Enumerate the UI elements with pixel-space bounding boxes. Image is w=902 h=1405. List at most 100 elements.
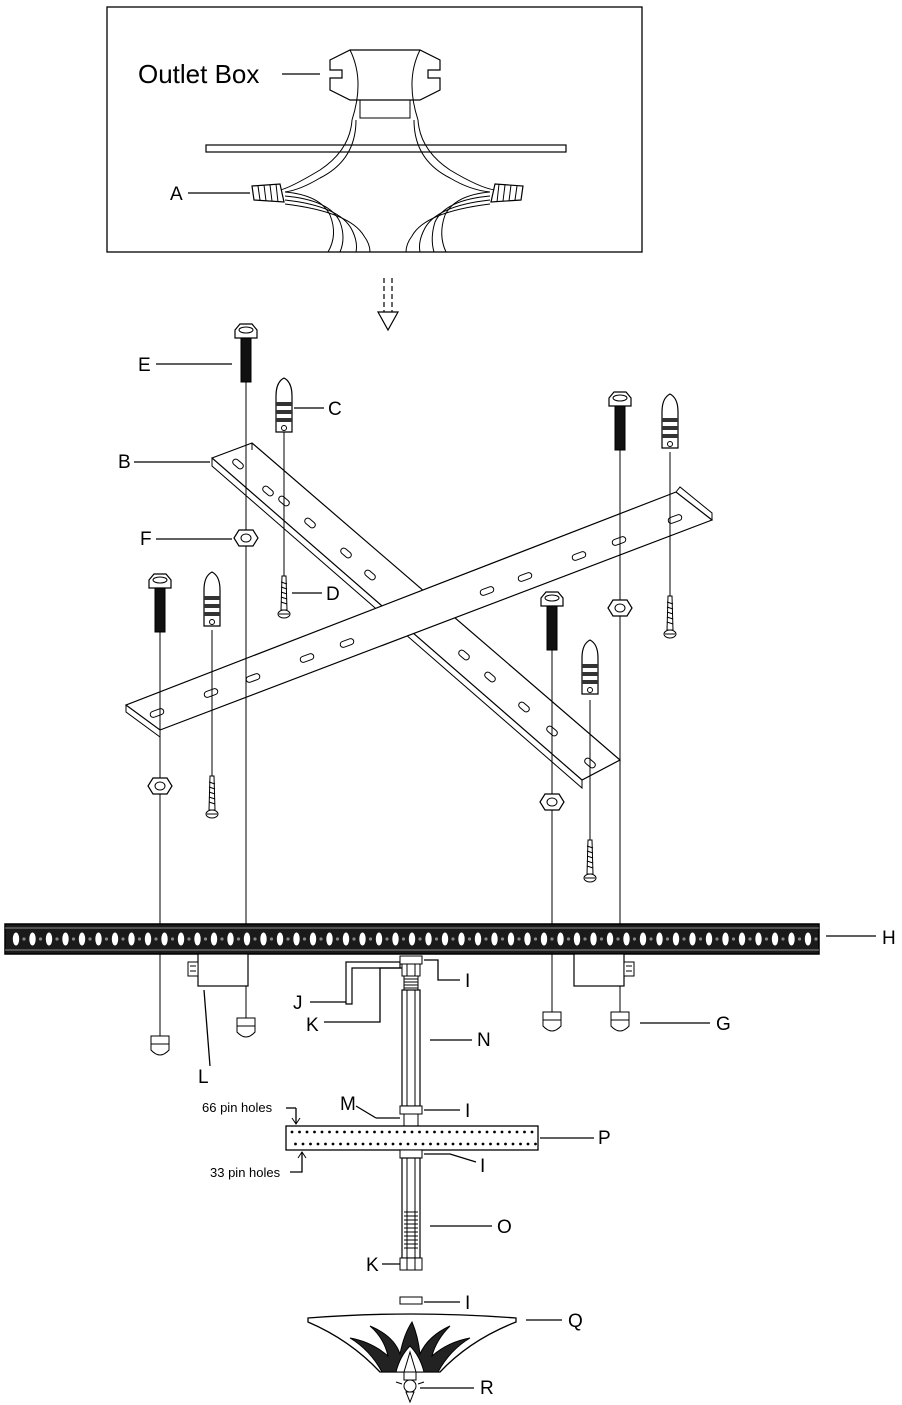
band-hole (260, 932, 267, 946)
band-hole (722, 932, 729, 946)
band-dot (22, 937, 26, 941)
nut-f-3 (147, 777, 173, 795)
pin-hole (339, 1142, 342, 1146)
band-hole (293, 932, 300, 946)
bolt-e-1 (234, 323, 258, 383)
band-hole (210, 932, 218, 946)
pin-hole (324, 1142, 327, 1146)
band-hole (606, 932, 614, 946)
band-hole (507, 932, 515, 946)
pin-hole (328, 1130, 331, 1134)
pin-hole (346, 1142, 350, 1146)
pin-hole (515, 1130, 519, 1134)
band-dot (253, 937, 257, 941)
nut-f-1 (233, 529, 259, 547)
band-dot (286, 937, 290, 941)
band-dot (319, 937, 323, 941)
pin-hole (511, 1142, 515, 1146)
band-hole (524, 932, 531, 946)
pin-hole (373, 1130, 376, 1134)
pin-hole (335, 1130, 339, 1134)
pin-hole (530, 1130, 534, 1134)
nut-f-4 (539, 793, 565, 811)
band-hole (689, 932, 696, 946)
band-dot (220, 937, 224, 941)
wire-nut-right (490, 183, 524, 203)
pin-hole (350, 1130, 354, 1134)
anchor-c-4 (581, 639, 599, 695)
decorative-band (4, 923, 820, 955)
label-e: E (138, 355, 151, 376)
bracket-left (187, 953, 249, 987)
pin-hole (519, 1142, 522, 1146)
band-dot (55, 937, 59, 941)
pin-hole (388, 1130, 391, 1134)
band-hole (359, 932, 366, 946)
bolt-e-3 (148, 573, 172, 633)
band-dot (467, 937, 472, 941)
screw-d-3 (205, 775, 219, 819)
band-hole (540, 932, 548, 946)
pin-hole (410, 1130, 414, 1134)
band-dot (71, 937, 76, 941)
pin-hole (429, 1142, 432, 1146)
band-dot (517, 937, 521, 941)
pin-hole (384, 1142, 387, 1146)
band-dot (121, 937, 125, 941)
label-l: L (198, 1067, 209, 1088)
pin-hole (331, 1142, 335, 1146)
pin-hole (376, 1142, 380, 1146)
bracket-right (573, 953, 635, 987)
pin-hole (508, 1130, 511, 1134)
pin-hole (470, 1130, 474, 1134)
label-j: J (293, 993, 303, 1014)
bolt-e-4 (540, 591, 564, 651)
band-dot (451, 937, 455, 941)
pin-hole (523, 1130, 526, 1134)
band-hole (342, 932, 350, 946)
anchor-c-3 (203, 571, 221, 627)
pin-hole (343, 1130, 346, 1134)
label-k-2: K (366, 1255, 379, 1276)
band-dot (599, 937, 604, 941)
band-dot (616, 937, 620, 941)
band-dot (335, 937, 340, 941)
label-o: O (497, 1217, 512, 1238)
band-dot (154, 937, 158, 941)
pin-hole (369, 1142, 372, 1146)
pin-hole (534, 1142, 537, 1146)
band-hole (45, 932, 53, 946)
pin-hole (290, 1130, 294, 1134)
band-hole (656, 932, 663, 946)
band-hole (491, 932, 498, 946)
band-hole (738, 932, 746, 946)
band-dot (649, 937, 653, 941)
label-b: B (118, 452, 131, 473)
labels: E C B F D H I J K G N L 66 pin holes M I (118, 355, 896, 1399)
pin-hole (489, 1142, 492, 1146)
band-dot (302, 937, 307, 941)
band-dot (137, 937, 142, 941)
pin-hole (403, 1130, 406, 1134)
pin-hole (459, 1142, 462, 1146)
label-d: D (326, 584, 340, 605)
pin-hole (466, 1142, 470, 1146)
band-dot (715, 937, 719, 941)
pin-hole (305, 1130, 309, 1134)
cross-bar (124, 442, 714, 790)
band-dot (104, 937, 109, 941)
pin-hole (414, 1142, 417, 1146)
pin-hole (320, 1130, 324, 1134)
pin-hole (391, 1142, 395, 1146)
finial (395, 1371, 425, 1404)
band-hole (425, 932, 432, 946)
pin-hole (316, 1142, 320, 1146)
pin-hole (309, 1142, 312, 1146)
wire-nut-left (251, 183, 285, 203)
pin-hole (493, 1130, 496, 1134)
band-hole (177, 932, 185, 946)
label-h: H (882, 928, 896, 949)
band-hole (161, 932, 168, 946)
pin-hole (436, 1142, 440, 1146)
pin-hole (448, 1130, 451, 1134)
